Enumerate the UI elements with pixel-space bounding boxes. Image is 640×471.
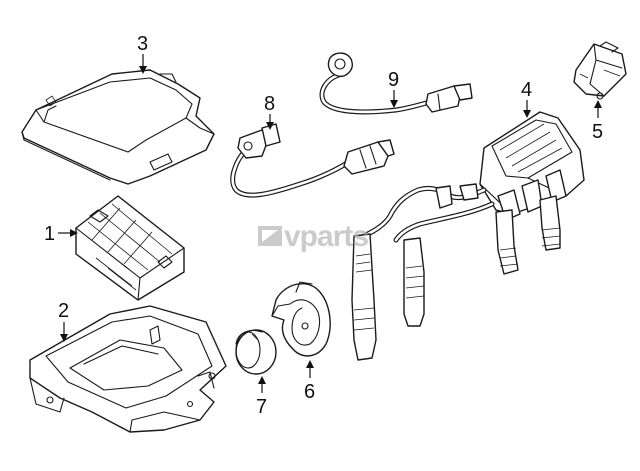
sensor-part-9 [319, 52, 473, 115]
callout-label-8: 8 [264, 93, 275, 115]
callout-1: 1 [44, 223, 78, 245]
control-module-part-1 [75, 195, 185, 301]
callout-8: 8 [264, 93, 275, 130]
callout-6: 6 [304, 360, 315, 403]
callout-2: 2 [58, 300, 69, 342]
callout-label-6: 6 [304, 381, 315, 403]
ecm-cover-part-3 [21, 69, 215, 185]
callout-label-2: 2 [58, 300, 69, 322]
watermark-text: vparts [284, 220, 368, 253]
callout-9: 9 [388, 69, 399, 108]
callout-label-5: 5 [592, 121, 603, 143]
callout-5: 5 [592, 100, 603, 143]
tray-part-2 [29, 305, 227, 433]
callout-label-9: 9 [388, 69, 399, 91]
callout-4: 4 [521, 79, 532, 118]
ignition-coil-part-4 [351, 111, 585, 361]
round-sensor-part-7 [235, 329, 277, 375]
callout-7: 7 [256, 376, 267, 418]
relay-part-5 [573, 41, 627, 100]
callout-3: 3 [137, 33, 148, 74]
callout-label-7: 7 [256, 396, 267, 418]
watermark-logo: vparts [258, 220, 369, 253]
sensor-ring-part-6 [271, 281, 331, 357]
sensor-part-8 [230, 123, 395, 198]
callout-label-1: 1 [44, 223, 55, 245]
callout-label-4: 4 [521, 79, 532, 101]
callout-label-3: 3 [137, 33, 148, 55]
